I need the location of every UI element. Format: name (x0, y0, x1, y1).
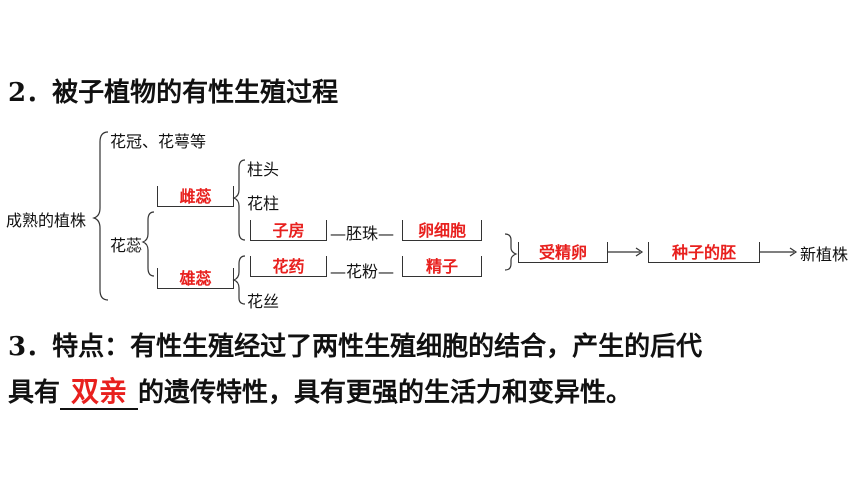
answer-text: 双亲 (71, 375, 128, 408)
pistil-box: 雌蕊 (157, 186, 234, 207)
line2-suffix: 的遗传特性，具有更强的生活力和变异性。 (138, 378, 633, 408)
sperm-label: 精子 (425, 257, 458, 276)
ovule-label: —胚珠— (330, 224, 395, 243)
ovary-label: 子房 (272, 221, 305, 240)
pistil-label: 雌蕊 (179, 187, 212, 206)
embryo-label: 种子的胚 (671, 243, 736, 262)
sperm-box: 精子 (402, 256, 482, 277)
answer-blank: 双亲 (60, 375, 139, 410)
ovary-box: 子房 (250, 220, 327, 241)
heading-2: 2．被子植物的有性生殖过程 (8, 78, 339, 108)
egg-label: 卵细胞 (417, 221, 466, 240)
zygote-box: 受精卵 (518, 242, 608, 263)
egg-box: 卵细胞 (402, 220, 482, 241)
pollen-label: —花粉— (330, 262, 395, 281)
petals-label: 花冠、花萼等 (110, 132, 207, 151)
heading-3-line1: 3．特点：有性生殖经过了两性生殖细胞的结合，产生的后代 (8, 332, 703, 362)
embryo-box: 种子的胚 (648, 242, 760, 263)
filament-label: 花丝 (247, 292, 280, 311)
anther-box: 花药 (250, 256, 327, 277)
stamen-box: 雄蕊 (157, 268, 234, 289)
heading-3-line2: 具有双亲的遗传特性，具有更强的生活力和变异性。 (8, 372, 632, 410)
stigma-label: 柱头 (247, 160, 280, 179)
flower-core-label: 花蕊 (110, 236, 143, 255)
line2-prefix: 具有 (8, 378, 61, 408)
anther-label: 花药 (272, 257, 305, 276)
style-label: 花柱 (247, 194, 280, 213)
new-plant-label: 新植株 (800, 245, 849, 264)
root-plant-label: 成熟的植株 (6, 211, 87, 230)
zygote-label: 受精卵 (538, 243, 587, 262)
stamen-label: 雄蕊 (179, 269, 212, 288)
